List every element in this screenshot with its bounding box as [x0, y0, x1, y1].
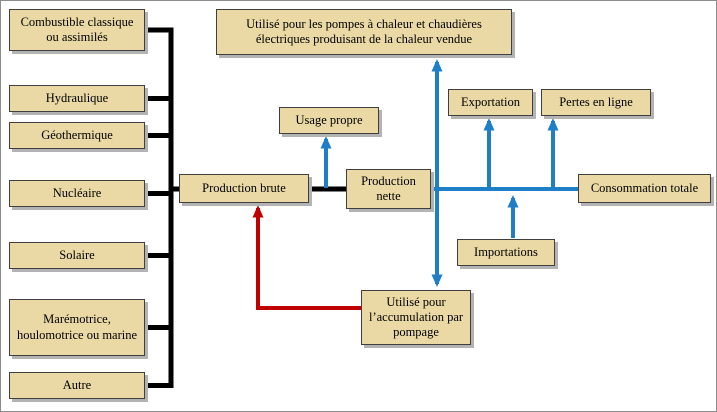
node-exportation: Exportation [448, 89, 533, 116]
node-usage-propre: Usage propre [279, 107, 379, 134]
source-box-autre: Autre [9, 372, 145, 399]
node-pompage: Utilisé pour l’accumulation par pompage [361, 290, 471, 345]
source-box-nucleaire: Nucléaire [9, 180, 145, 207]
node-consommation-totale: Consommation totale [578, 174, 711, 203]
flow-pompage-to-brute [252, 205, 361, 310]
source-box-hydraulique: Hydraulique [9, 85, 145, 112]
black-connectors [145, 27, 347, 388]
node-importations: Importations [457, 239, 555, 266]
blue-flow-lines [320, 59, 579, 287]
node-heat-pumps: Utilisé pour les pompes à chaleur et cha… [216, 9, 512, 55]
source-box-combustible: Combustible classique ou assimilés [9, 9, 145, 51]
red-flow-lines [252, 205, 361, 310]
node-production-nette: Production nette [346, 169, 431, 209]
node-production-brute: Production brute [179, 174, 309, 203]
source-box-geothermique: Géothermique [9, 122, 145, 149]
source-box-maremotrice: Marémotrice, houlomotrice ou marine [9, 299, 145, 356]
source-box-solaire: Solaire [9, 242, 145, 269]
node-pertes-en-ligne: Pertes en ligne [541, 89, 651, 116]
